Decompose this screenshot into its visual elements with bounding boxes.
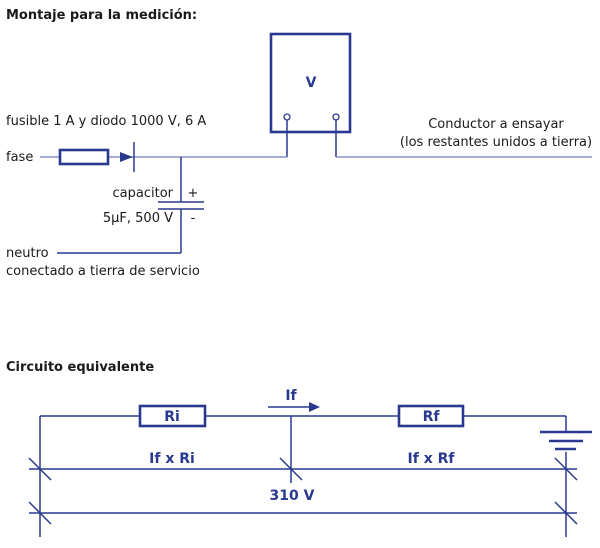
resistor-ri-label: Ri [164,409,180,425]
conductor-label-line2: (los restantes unidos a tierra) [400,135,592,150]
resistor-rf [397,404,465,428]
dimension-tick [28,501,52,525]
measurement-setup-title: Montaje para la medición: [6,8,197,23]
capacitor-rating: 5µF, 500 V [103,211,173,226]
conductor-label-line1: Conductor a ensayar [428,117,564,132]
voltmeter-label: V [306,75,317,91]
voltmeter: V [269,32,352,157]
resistor-rf-label: Rf [423,409,441,425]
total-voltage-label: 310 V [270,488,315,504]
capacitor-plus-sign: + [188,186,199,201]
current-label: If [285,388,297,404]
neutral-label: neutro [6,246,49,261]
voltage-drop-rf: If x Rf [408,451,456,467]
fuse-diode-label: fusible 1 A y diodo 1000 V, 6 A [6,114,206,129]
diode-arrow-icon [120,152,133,162]
resistor-ri [138,404,207,428]
voltmeter-terminal-left [283,113,291,121]
phase-label: fase [6,150,33,165]
dimension-tick [28,457,52,481]
equivalent-circuit-title: Circuito equivalente [6,360,154,375]
capacitor-label: capacitor [113,186,174,201]
voltmeter-terminal-right [332,113,340,121]
ground-icon [540,430,592,451]
current-arrow-icon [309,402,320,412]
dimension-tick [554,501,578,525]
neutral-note: conectado a tierra de servicio [6,264,200,279]
capacitor-minus-sign: - [191,211,196,226]
dimension-tick [279,457,303,481]
dimension-tick [554,457,578,481]
fuse-symbol [58,148,110,166]
voltage-drop-ri: If x Ri [149,451,195,467]
